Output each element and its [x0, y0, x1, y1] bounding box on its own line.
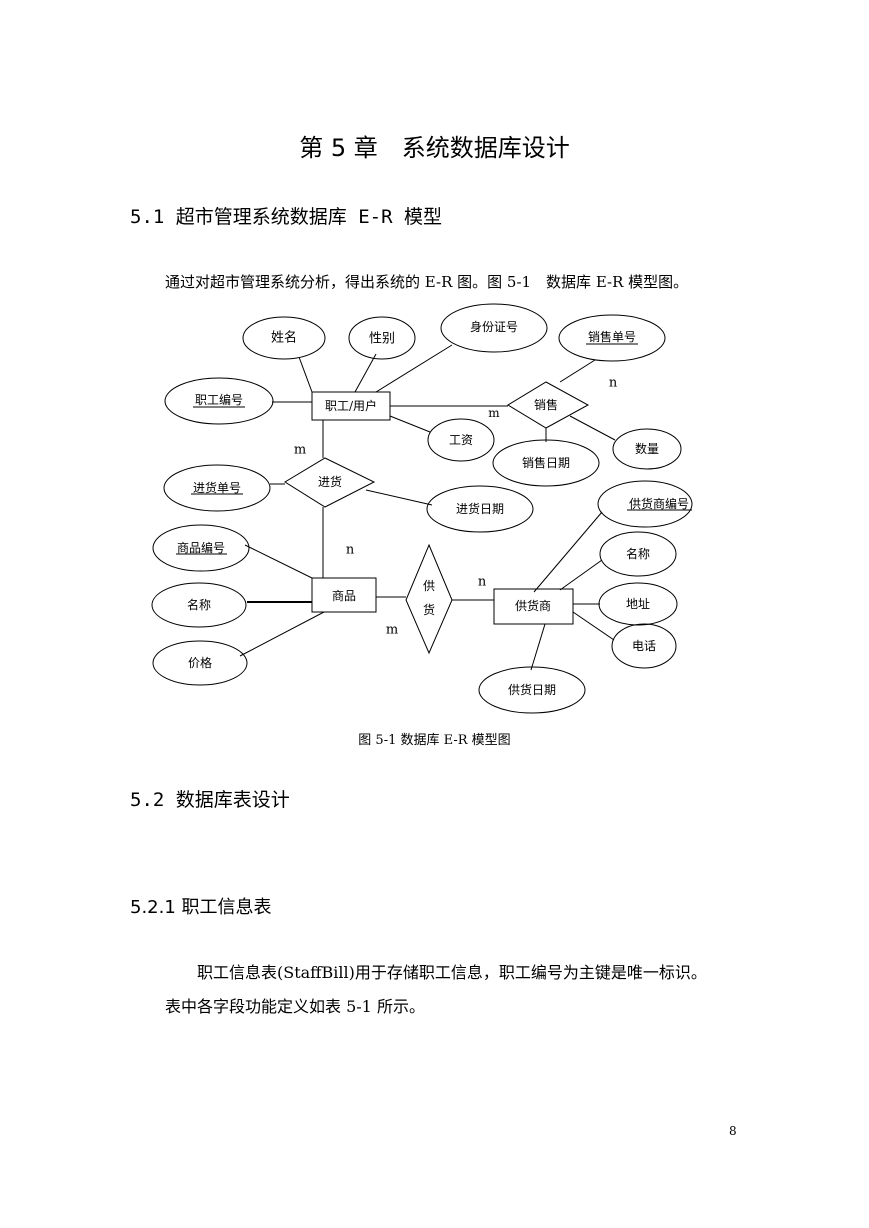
line-goodsno-goods [244, 544, 313, 579]
line-supplier-supplydate [530, 623, 546, 671]
attr-ellipse-purchasedate [426, 485, 534, 533]
line-sale-quantity [569, 415, 616, 441]
line-gender-staff [354, 353, 377, 393]
line-price-goods [239, 611, 325, 657]
entity-box-staff [311, 391, 391, 421]
label-attr-supplierno: 供货商编号 [629, 496, 689, 511]
chapter-title: 第 5 章 系统数据库设计 [299, 134, 570, 162]
paragraph-line-1: 职工信息表(StaffBill)用于存储职工信息，职工编号为主键是唯一标识。 [197, 963, 707, 982]
label-attr-goodsno: 商品编号 [177, 540, 225, 555]
section-heading-5-1: 5.1 超市管理系统数据库 E-R 模型 [130, 206, 442, 228]
attr-ellipse-staffno [164, 377, 274, 425]
figure-caption: 图 5-1 数据库 E-R 模型图 [358, 733, 511, 748]
rel-diamond-purchase [284, 457, 376, 508]
label-rel-supply-2: 货 [423, 602, 435, 617]
label-attr-price: 价格 [188, 655, 212, 670]
label-attr-staffno: 职工编号 [195, 392, 243, 407]
attr-ellipse-address [598, 582, 678, 626]
attr-ellipse-gender [348, 316, 416, 360]
rel-diamond-supply [405, 543, 453, 655]
label-attr-supplydate: 供货日期 [508, 682, 556, 697]
label-attr-saleno: 销售单号 [588, 329, 636, 344]
label-attr-purchaseno: 进货单号 [193, 480, 241, 495]
attr-ellipse-saleno [558, 314, 666, 362]
entity-box-supplier [493, 588, 574, 625]
attr-ellipse-saledate [492, 439, 600, 487]
section-heading-5-2-1: 5.2.1 职工信息表 [130, 897, 272, 918]
label-entity-staff: 职工/用户 [325, 398, 377, 413]
intro-paragraph: 通过对超市管理系统分析，得出系统的 E-R 图。图 5-1 数据库 E-R 模型… [165, 273, 689, 291]
attr-ellipse-purchaseno [163, 464, 271, 512]
label-entity-goods: 商品 [332, 588, 356, 603]
label-attr-phone: 电话 [632, 639, 656, 653]
attr-ellipse-idcard [440, 303, 548, 353]
page-number: 8 [729, 1124, 737, 1138]
attr-ellipse-price [152, 640, 248, 686]
section-heading-5-2: 5.2 数据库表设计 [130, 789, 290, 811]
label-rel-purchase: 进货 [318, 474, 342, 489]
line-staff-salary [389, 415, 431, 433]
attr-ellipse-goodsname [151, 582, 247, 628]
label-attr-name: 姓名 [271, 330, 297, 346]
attr-ellipse-supplydate [478, 666, 586, 714]
line-supplier-suppliername [559, 559, 603, 591]
card-supply-m: m [386, 623, 398, 638]
attr-ellipse-quantity [612, 428, 682, 470]
attr-ellipse-phone [611, 623, 677, 669]
label-attr-address: 地址 [626, 597, 650, 611]
attr-ellipse-salary [427, 418, 495, 462]
attr-ellipse-supplierno [597, 480, 693, 528]
rel-diamond-sale [507, 381, 590, 429]
card-purchase-n: n [346, 543, 355, 558]
line-idcard-staff [375, 344, 453, 393]
attr-ellipse-name [242, 316, 326, 360]
label-attr-gender: 性别 [369, 332, 395, 347]
card-supply-n: n [478, 575, 487, 590]
card-sale-n: n [609, 376, 618, 391]
label-attr-suppliername: 名称 [626, 546, 650, 561]
line-purchase-purchasedate [365, 489, 433, 506]
attr-ellipse-suppliername [599, 531, 677, 577]
line-supplier-supplierno [533, 511, 603, 593]
label-attr-quantity: 数量 [635, 441, 659, 456]
label-entity-supplier: 供货商 [515, 598, 551, 613]
card-purchase-m: m [294, 443, 306, 458]
attr-ellipse-goodsno [152, 524, 250, 572]
label-rel-sale: 销售 [534, 397, 558, 412]
label-attr-saledate: 销售日期 [522, 455, 570, 470]
label-attr-purchasedate: 进货日期 [456, 501, 504, 516]
label-attr-idcard: 身份证号 [470, 319, 518, 334]
label-attr-salary: 工资 [449, 433, 473, 447]
label-rel-supply-1: 供 [423, 579, 435, 593]
line-supplier-phone [572, 611, 615, 641]
line-name-staff [298, 356, 313, 393]
line-sale-saleno [559, 359, 596, 383]
label-attr-goodsname: 名称 [187, 597, 211, 612]
paragraph-line-2: 表中各字段功能定义如表 5-1 所示。 [165, 997, 425, 1016]
entity-box-goods [311, 577, 377, 613]
card-sale-m: m [488, 406, 500, 420]
